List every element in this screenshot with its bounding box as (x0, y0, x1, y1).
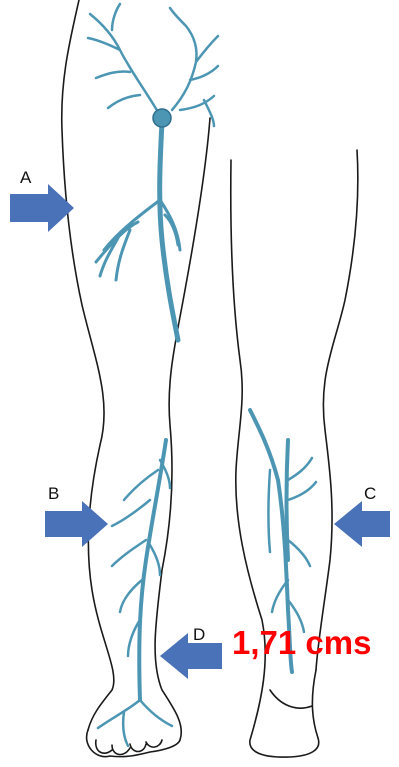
thigh-vein-network (88, 4, 218, 340)
back-leg-outline (231, 150, 358, 757)
label-c: C (364, 484, 376, 504)
label-b: B (48, 484, 59, 504)
label-a: A (20, 168, 31, 188)
arrows (10, 184, 390, 679)
arrow-d (160, 633, 222, 679)
arrow-b (45, 501, 108, 547)
arrow-a (10, 184, 74, 232)
front-calf-vein-network (98, 440, 172, 746)
saphenofemoral-junction (153, 109, 171, 127)
arrow-c (334, 501, 390, 547)
label-d: D (193, 625, 205, 645)
measurement-text: 1,71 cms (232, 624, 371, 662)
